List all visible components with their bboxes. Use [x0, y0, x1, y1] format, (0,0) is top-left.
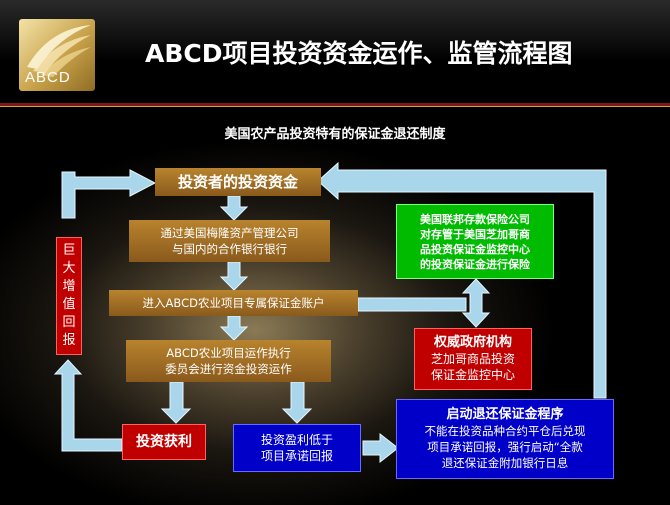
- header-divider-gold: [0, 106, 670, 107]
- header-divider: [0, 103, 670, 106]
- arrow-double: [461, 278, 491, 328]
- abcd-logo: ABCD: [19, 19, 95, 91]
- node-committee-line1: ABCD农业项目运作执行: [166, 346, 291, 360]
- arrow-down-1: [219, 195, 249, 221]
- node-refund-title: 启动退还保证金程序: [446, 407, 564, 422]
- logo-text: ABCD: [25, 69, 71, 86]
- node-authority: 权威政府机构 芝加哥商品投资 保证金监控中心: [414, 328, 532, 390]
- node-return-char: 巨: [62, 243, 76, 258]
- arrow-refund-loop: [317, 161, 607, 399]
- arrow-to-low-profit: [281, 381, 313, 424]
- node-low-profit: 投资盈利低于 项目承诺回报: [233, 424, 361, 472]
- page-subtitle: 美国农产品投资特有的保证金退还制度: [224, 127, 446, 142]
- node-low-profit-line1: 投资盈利低于: [260, 433, 333, 447]
- node-committee-line2: 委员会进行资金投资运作: [165, 362, 292, 376]
- arrow-to-refund: [362, 432, 399, 464]
- node-investor-funds: 投资者的投资资金: [155, 168, 321, 196]
- logo-swoosh-icon: [27, 25, 91, 77]
- node-return-char: 大: [62, 261, 76, 276]
- arrow-to-profit: [160, 381, 192, 424]
- node-return: 巨 大 增 值 回 报: [56, 237, 82, 355]
- node-return-char: 增: [62, 279, 76, 294]
- node-return-char: 回: [62, 315, 76, 330]
- node-authority-title: 权威政府机构: [433, 335, 512, 350]
- node-transfer-line1: 通过美国梅隆资产管理公司: [160, 226, 299, 240]
- node-fdic-line4: 的投资保证金进行保险: [420, 257, 530, 271]
- node-refund-line2: 项目承诺回报，强行启动“全款: [427, 440, 583, 454]
- node-committee: ABCD农业项目运作执行 委员会进行资金投资运作: [126, 340, 331, 382]
- arrow-to-return: [53, 359, 123, 452]
- node-fdic-line3: 品投资保证金监控中心: [420, 242, 530, 256]
- node-fdic-line1: 美国联邦存款保险公司: [420, 212, 530, 226]
- arrow-down-3: [219, 315, 249, 341]
- arrow-down-2: [219, 261, 249, 291]
- node-refund-line1: 不能在投资品种合约平仓后兑现: [424, 424, 586, 438]
- node-authority-line2: 保证金监控中心: [430, 368, 515, 382]
- node-margin-account: 进入ABCD农业项目专属保证金账户: [109, 290, 358, 316]
- node-transfer: 通过美国梅隆资产管理公司 与国内的合作银行银行: [129, 220, 330, 262]
- arrow-to-authority: [357, 297, 467, 312]
- node-authority-line1: 芝加哥商品投资: [430, 352, 515, 366]
- node-transfer-line2: 与国内的合作银行银行: [172, 242, 287, 256]
- arrow-return-top: [61, 169, 157, 219]
- node-fdic-line2: 对存管于美国芝加哥商: [420, 227, 530, 241]
- node-low-profit-line2: 项目承诺回报: [260, 449, 333, 463]
- node-refund: 启动退还保证金程序 不能在投资品种合约平仓后兑现 项目承诺回报，强行启动“全款 …: [396, 399, 614, 479]
- node-refund-line3: 退还保证金附加银行日息: [441, 456, 569, 470]
- node-return-char: 值: [62, 297, 76, 312]
- page-title: ABCD项目投资资金运作、监管流程图: [145, 39, 573, 68]
- node-profit: 投资获利: [122, 424, 206, 460]
- node-return-char: 报: [62, 333, 76, 348]
- node-fdic: 美国联邦存款保险公司 对存管于美国芝加哥商 品投资保证金监控中心 的投资保证金进…: [396, 204, 554, 279]
- header-bar: [0, 0, 670, 102]
